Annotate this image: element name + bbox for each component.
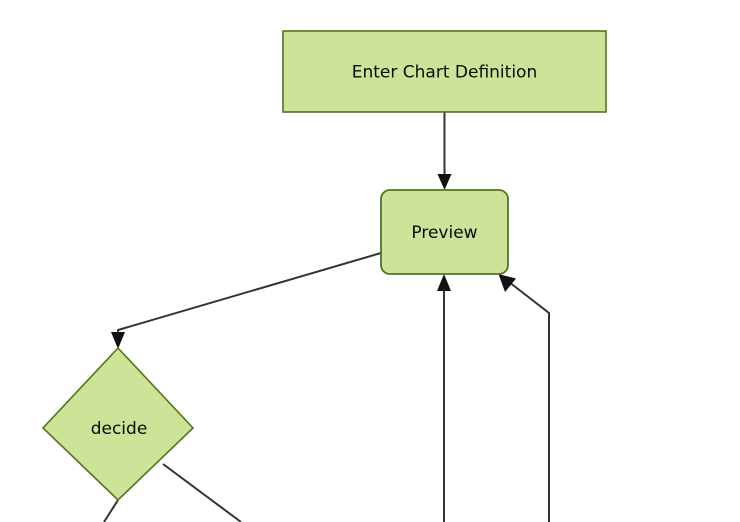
edge-line bbox=[162, 463, 242, 522]
edge-decide-bottom-left[interactable] bbox=[103, 499, 119, 522]
edge-layer bbox=[103, 112, 550, 522]
node-label-decide: decide bbox=[91, 419, 148, 439]
edge-enter-to-preview[interactable] bbox=[437, 112, 452, 190]
node-preview[interactable]: Preview bbox=[380, 189, 509, 275]
node-label-enter-chart-definition: Enter Chart Definition bbox=[352, 63, 537, 83]
arrowhead-up-left-icon bbox=[498, 274, 516, 292]
node-decide[interactable]: decide bbox=[41, 346, 195, 502]
edge-line bbox=[117, 252, 382, 335]
edge-preview-to-decide[interactable] bbox=[111, 252, 382, 349]
edge-line bbox=[508, 281, 550, 522]
arrowhead-down-icon bbox=[437, 174, 452, 190]
node-rounded-rectangle bbox=[380, 189, 509, 275]
arrowhead-down-icon bbox=[111, 332, 125, 349]
edge-line bbox=[103, 499, 119, 522]
node-diamond bbox=[41, 346, 195, 502]
node-label-preview: Preview bbox=[411, 223, 477, 243]
edge-bottom-to-preview[interactable] bbox=[437, 274, 451, 522]
node-rectangle bbox=[282, 30, 607, 113]
node-layer: Enter Chart Definition Preview decide bbox=[41, 30, 607, 502]
edge-bottom-right-to-preview[interactable] bbox=[498, 274, 550, 522]
arrowhead-up-icon bbox=[437, 274, 451, 291]
edge-decide-bottom-right[interactable] bbox=[162, 463, 242, 522]
node-enter-chart-definition[interactable]: Enter Chart Definition bbox=[282, 30, 607, 113]
